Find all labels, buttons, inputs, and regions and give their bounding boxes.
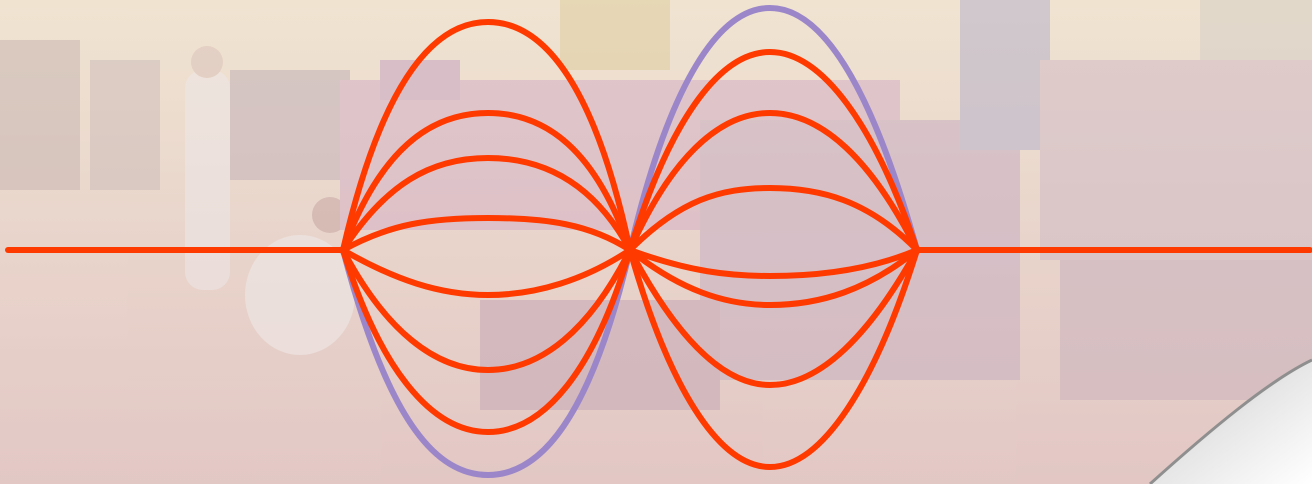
equipment-rack [960, 0, 1050, 150]
equipment-rack [90, 60, 160, 190]
equipment-rack [0, 40, 80, 190]
person-figure [185, 70, 230, 290]
equipment-rack [1040, 60, 1312, 260]
person-head [191, 46, 223, 78]
focal-point-right [913, 246, 921, 254]
focal-point-left [339, 246, 347, 254]
beamline-machinery [380, 60, 460, 100]
equipment-rack [230, 70, 350, 180]
ceiling-fixture [1200, 0, 1312, 60]
ceiling-fixture [560, 0, 670, 70]
equipment-rack [1060, 260, 1312, 400]
focal-point-center [626, 246, 634, 254]
